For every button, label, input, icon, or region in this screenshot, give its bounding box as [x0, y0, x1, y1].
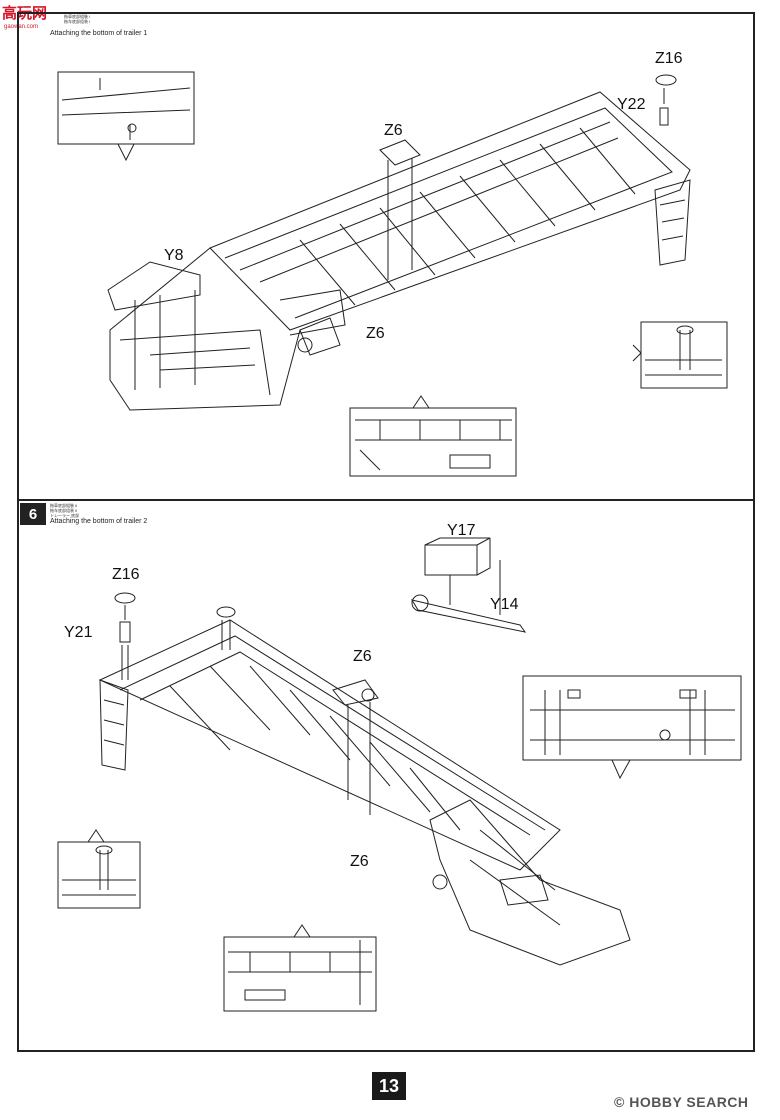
- label-z6-top-a: Z6: [384, 122, 403, 139]
- instruction-frame: [17, 12, 755, 1052]
- inset-top-right: [640, 321, 728, 389]
- part-z16-top: [655, 74, 677, 86]
- part-y14: [410, 599, 527, 633]
- trailer2-chassis: [98, 606, 631, 966]
- step5-cn-heading: 拖車底部組裝 I 拖车底部组装 I: [64, 14, 91, 24]
- label-y17: Y17: [447, 522, 476, 539]
- step6-cn-heading: 拖車底部組裝 II 拖车底部组装 II トレーラー 底部: [50, 503, 80, 518]
- inset-bottom-right: [522, 675, 742, 761]
- step-divider: [17, 499, 755, 501]
- label-z6-bottom-b: Z6: [350, 853, 369, 870]
- label-y8: Y8: [164, 247, 184, 264]
- site-logo-url: gaowan.com: [4, 24, 39, 30]
- step6-number: 6: [20, 503, 46, 525]
- part-z16-bottom: [114, 592, 136, 604]
- label-y14: Y14: [490, 596, 519, 613]
- part-z6-top: [379, 139, 421, 166]
- label-z6-top-b: Z6: [366, 325, 385, 342]
- part-y17: [424, 544, 478, 576]
- part-y8: [107, 261, 201, 311]
- label-z16-bottom: Z16: [112, 566, 140, 583]
- label-z6-bottom-a: Z6: [353, 648, 372, 665]
- step6-subtitle: Attaching the bottom of trailer 2: [50, 518, 148, 525]
- part-z6-bottom: [332, 679, 379, 706]
- label-y21: Y21: [64, 624, 93, 641]
- label-y22: Y22: [617, 96, 646, 113]
- inset-bottom-center: [223, 936, 377, 1012]
- inset-top-bottom: [349, 407, 517, 477]
- inset-top-left: [57, 71, 195, 145]
- page-number: 13: [372, 1072, 406, 1100]
- trailer1-chassis: [109, 91, 691, 411]
- hobbysearch-watermark: © HOBBY SEARCH: [614, 1094, 749, 1110]
- label-z16-top: Z16: [655, 50, 683, 67]
- step5-subtitle: Attaching the bottom of trailer 1: [50, 30, 148, 37]
- inset-bottom-left: [57, 841, 141, 909]
